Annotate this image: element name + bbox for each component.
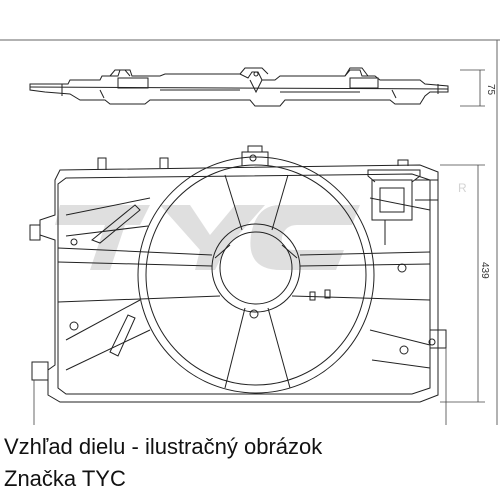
caption-part-view: Vzhľad dielu - ilustračný obrázok <box>4 434 323 459</box>
tyc-watermark: R <box>55 181 467 270</box>
electrical-connector <box>371 179 413 221</box>
motor-hub <box>211 223 301 313</box>
dimension-label-439: 439 <box>479 262 490 279</box>
registered-mark: R <box>458 181 467 195</box>
technical-drawing: R 75 <box>0 39 500 425</box>
dimension-height-top <box>460 69 485 107</box>
front-view <box>29 145 447 403</box>
fan-ring-outer <box>137 156 375 394</box>
top-view <box>29 67 449 107</box>
fan-ring-inner <box>145 164 367 386</box>
dimension-height-front <box>440 164 485 403</box>
frame-lines <box>0 39 500 425</box>
fan-shroud-outline <box>39 164 439 403</box>
dimension-width-bottom <box>33 348 447 425</box>
caption-brand: Značka TYC <box>4 466 126 491</box>
dimension-label-75: 75 <box>485 84 496 96</box>
